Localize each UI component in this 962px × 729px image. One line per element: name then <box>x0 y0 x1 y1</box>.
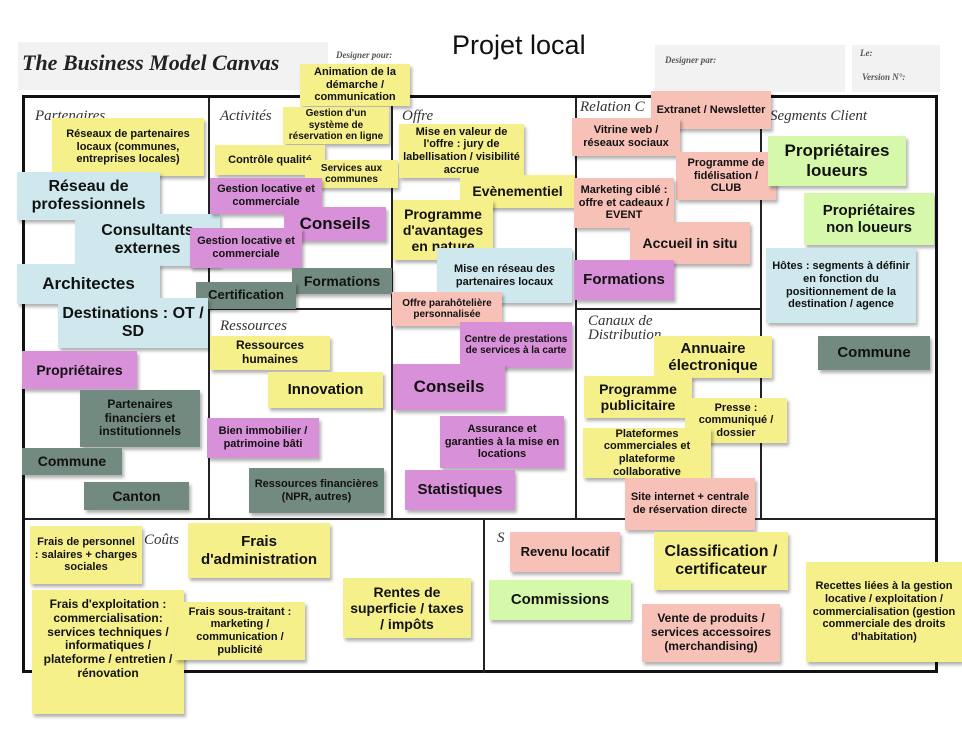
sticky-note[interactable]: Mise en valeur de l'offre : jury de labe… <box>399 124 524 178</box>
page-title: Projet local <box>452 30 586 60</box>
designer-by-label: Designer par: <box>665 55 717 65</box>
sticky-note[interactable]: Conseils <box>393 364 505 410</box>
sticky-note[interactable]: Destinations : OT / SD <box>58 298 208 348</box>
sticky-note[interactable]: Propriétaires <box>22 351 137 389</box>
sticky-note[interactable]: Ressources financières (NPR, autres) <box>249 468 384 513</box>
sticky-note[interactable]: Assurance et garanties à la mise en loca… <box>440 416 564 468</box>
section-costs: Coûts <box>144 532 180 548</box>
sticky-note[interactable]: Commissions <box>489 580 631 620</box>
sticky-note[interactable]: Canton <box>84 482 189 510</box>
sticky-note[interactable]: Recettes liées à la gestion locative / e… <box>806 562 962 662</box>
canvas-title: The Business Model Canvas <box>22 50 280 75</box>
canvas-header <box>18 42 328 90</box>
sticky-note[interactable]: Gestion locative et commerciale <box>190 228 302 268</box>
sticky-note[interactable]: Ressources humaines <box>210 336 330 370</box>
version-label: Version N°: <box>862 72 906 82</box>
sticky-note[interactable]: Architectes <box>17 264 160 304</box>
section-channels: Canaux de Distribution <box>588 313 662 343</box>
sticky-note[interactable]: Réseau de professionnels <box>17 172 160 220</box>
sticky-note[interactable]: Rentes de superficie / taxes / impôts <box>343 578 471 638</box>
sticky-note[interactable]: Site internet + centrale de réservation … <box>625 478 755 530</box>
sticky-note[interactable]: Certification <box>196 282 296 309</box>
sticky-note[interactable]: Statistiques <box>405 470 515 510</box>
sticky-note[interactable]: Accueil in situ <box>630 222 750 264</box>
sticky-note[interactable]: Réseaux de partenaires locaux (communes,… <box>52 118 204 176</box>
sticky-note[interactable]: Commune <box>22 448 122 475</box>
sticky-note[interactable]: Centre de prestations de services à la c… <box>460 322 572 368</box>
sticky-note[interactable]: Classification / certificateur <box>654 532 788 590</box>
sticky-note[interactable]: Formations <box>292 268 392 294</box>
date-label: Le: <box>860 48 873 58</box>
section-offer: Offre <box>402 108 434 124</box>
section-revenues: S <box>497 530 505 546</box>
sticky-note[interactable]: Vitrine web / réseaux sociaux <box>572 118 680 156</box>
section-resources: Ressources <box>220 318 287 334</box>
sticky-note[interactable]: Programme publicitaire <box>584 376 692 418</box>
sticky-note[interactable]: Propriétaires non loueurs <box>804 193 934 245</box>
date-version-box <box>852 45 940 92</box>
sticky-note[interactable]: Hôtes : segments à définir en fonction d… <box>766 248 916 323</box>
sticky-note[interactable]: Innovation <box>268 372 383 408</box>
sticky-note[interactable]: Commune <box>818 336 930 370</box>
sticky-note[interactable]: Frais de personnel : salaires + charges … <box>30 526 142 584</box>
sticky-note[interactable]: Gestion d'un système de réservation en l… <box>283 107 389 144</box>
sticky-note[interactable]: Revenu locatif <box>510 532 620 572</box>
sticky-note[interactable]: Animation de la démarche / communication <box>300 64 410 106</box>
section-segments: Segments Client <box>770 108 868 124</box>
designer-for-label: Designer pour: <box>336 50 393 60</box>
sticky-note[interactable]: Offre parahôtelière personnalisée <box>392 292 502 326</box>
sticky-note[interactable]: Marketing ciblé : offre et cadeaux / EVE… <box>574 178 674 228</box>
sticky-note[interactable]: Vente de produits / services accessoires… <box>642 604 780 662</box>
section-relation: Relation C <box>580 99 645 115</box>
sticky-note[interactable]: Propriétaires loueurs <box>768 136 906 186</box>
section-activities: Activités <box>220 108 272 124</box>
sticky-note[interactable]: Bien immobilier / patrimoine bâti <box>207 418 319 458</box>
sticky-note[interactable]: Programme de fidélisation / CLUB <box>676 152 776 200</box>
sticky-note[interactable]: Frais d'administration <box>188 523 330 578</box>
sticky-note[interactable]: Frais sous-traitant : marketing / commun… <box>175 602 305 660</box>
designer-by-box <box>655 45 845 92</box>
sticky-note[interactable]: Frais d'exploitation : commercialisation… <box>32 590 184 714</box>
sticky-note[interactable]: Formations <box>574 260 674 300</box>
sticky-note[interactable]: Plateformes commerciales et plateforme c… <box>583 428 711 478</box>
sticky-note[interactable]: Conseils <box>284 207 386 241</box>
sticky-note[interactable]: Annuaire électronique <box>654 336 772 378</box>
sticky-note[interactable]: Partenaires financiers et institutionnel… <box>80 390 200 447</box>
